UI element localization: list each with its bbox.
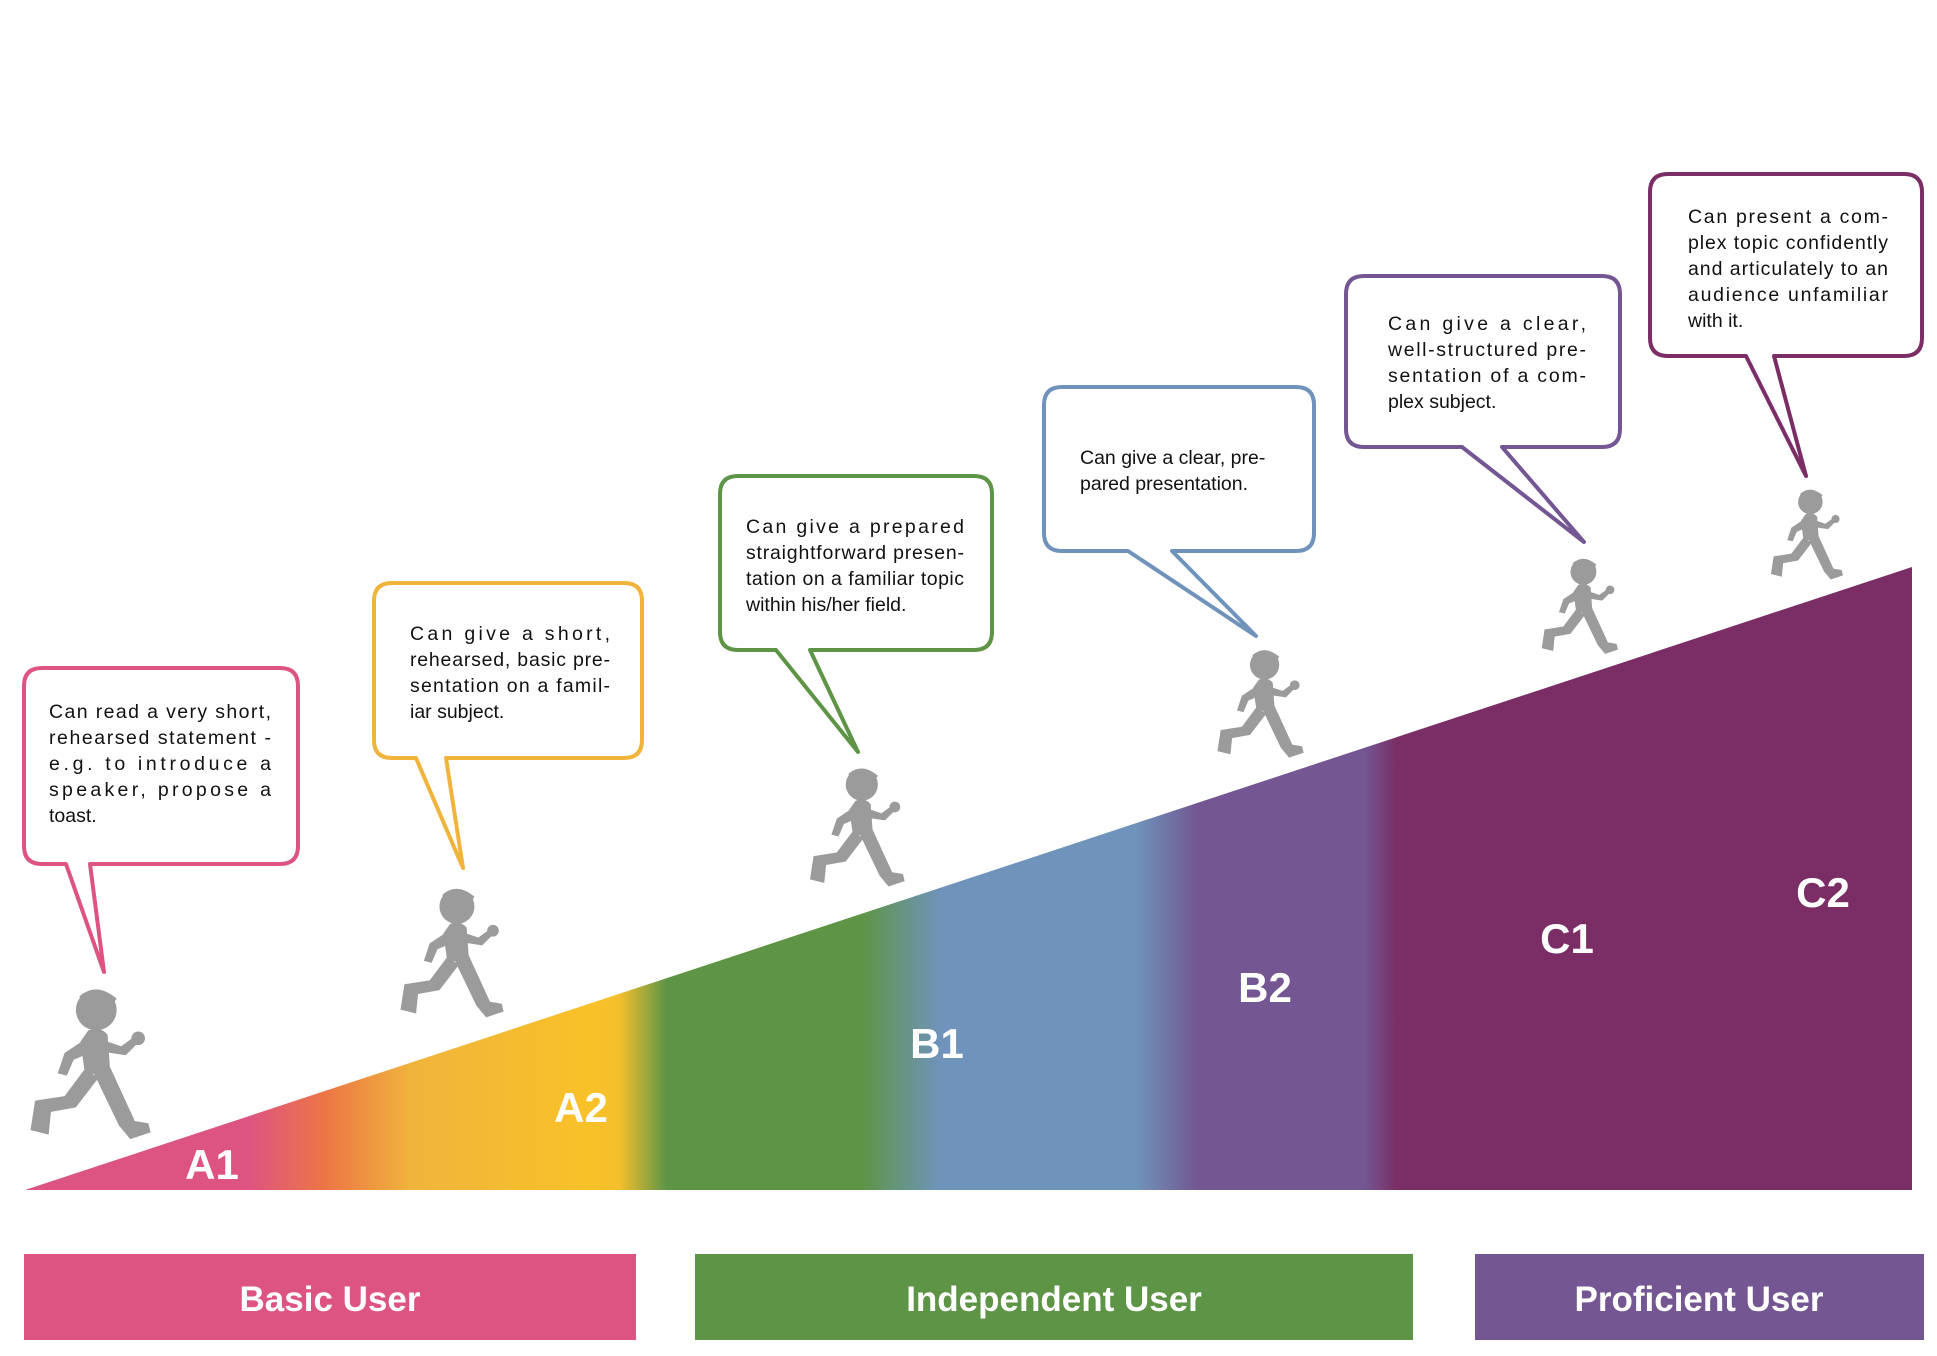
- user-group-label-proficient: Proficient User: [1575, 1280, 1824, 1319]
- user-group-basic: Basic User: [24, 1254, 636, 1340]
- level-label-a2: A2: [554, 1084, 608, 1131]
- user-group-label-basic: Basic User: [240, 1280, 421, 1319]
- user-group-independent: Independent User: [695, 1254, 1413, 1340]
- descriptor-c1: Can give a clear, well-structured pre- s…: [1387, 313, 1595, 413]
- speech-bubble-c2: Can present a com- plex topic confidentl…: [1648, 172, 1924, 478]
- speech-bubble-a2: Can give a short, rehearsed, basic pre- …: [372, 581, 644, 870]
- level-label-c1: C1: [1540, 915, 1594, 962]
- speech-bubble-b2: Can give a clear, pre- pared presentatio…: [1042, 385, 1316, 638]
- speech-bubble-c1: Can give a clear, well-structured pre- s…: [1344, 274, 1622, 544]
- level-label-c2: C2: [1796, 869, 1850, 916]
- level-ramp: [25, 567, 1912, 1190]
- running-child-icon: [30, 989, 151, 1140]
- level-label-b1: B1: [910, 1020, 964, 1067]
- descriptor-b2: Can give a clear, pre- pared presentatio…: [1080, 447, 1271, 495]
- level-label-a1: A1: [185, 1141, 239, 1188]
- descriptor-b1: Can give a prepared straightforward pres…: [745, 516, 972, 616]
- speech-bubble-b1: Can give a prepared straightforward pres…: [718, 474, 994, 754]
- user-group-proficient: Proficient User: [1475, 1254, 1924, 1340]
- running-child-icon: [400, 888, 504, 1018]
- running-child-icon: [809, 768, 905, 887]
- speech-bubble-a1: Can read a very short, rehearsed stateme…: [22, 666, 300, 974]
- user-group-label-independent: Independent User: [906, 1280, 1202, 1319]
- running-child-icon: [1541, 558, 1618, 654]
- running-child-icon: [1770, 489, 1843, 580]
- level-label-b2: B2: [1238, 964, 1292, 1011]
- descriptor-a1: Can read a very short, rehearsed stateme…: [49, 701, 280, 827]
- running-child-icon: [1217, 650, 1304, 758]
